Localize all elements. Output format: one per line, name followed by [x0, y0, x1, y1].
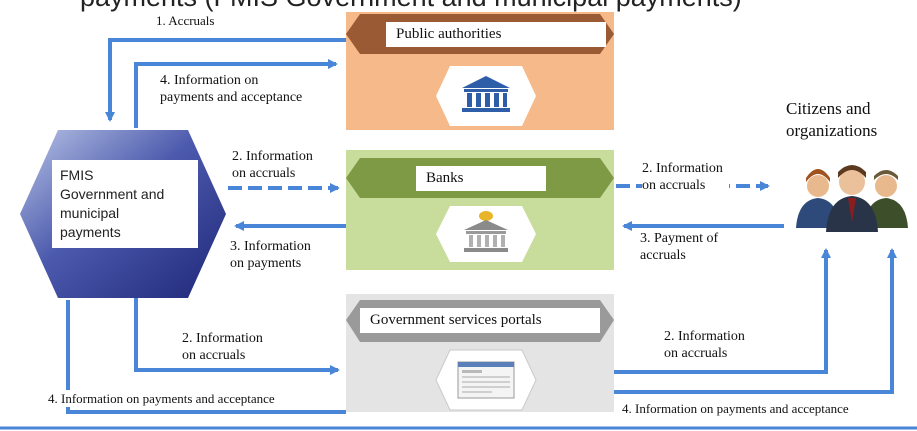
label-line: accruals	[640, 248, 686, 263]
citizens-line-1: Citizens and	[786, 99, 871, 118]
label-info-accruals-to-citizens: 2. Information on accruals	[642, 160, 729, 194]
fmis-label: FMIS Government and municipal payments	[52, 160, 198, 248]
public-authorities-label: Public authorities	[386, 22, 606, 47]
flow-arrows	[66, 38, 897, 414]
label-line: payments and acceptance	[160, 90, 303, 105]
label-line: 4. Information on	[160, 73, 259, 88]
people-icon	[796, 165, 908, 232]
page-title: payments (FMIS Government and municipal …	[80, 0, 742, 13]
portals-label: Government services portals	[360, 308, 600, 333]
arrow-fmis-to-portals	[134, 298, 340, 375]
label-line: 2. Information	[642, 161, 723, 176]
label-line: 3. Payment of	[640, 231, 719, 246]
label-info-accruals-to-portals: 2. Information on accruals	[182, 330, 263, 364]
label-line: 2. Information	[182, 331, 263, 346]
label-info-payments-acceptance-top: 4. Information on payments and acceptanc…	[160, 72, 302, 106]
citizens-label: Citizens and organizations	[786, 98, 877, 142]
arrow-bottom-right	[614, 248, 897, 394]
label-line: on payments	[230, 256, 302, 271]
label-line: on accruals	[182, 348, 246, 363]
label-line: on accruals	[642, 178, 706, 193]
fmis-line-2: Government and	[60, 186, 165, 202]
banks-label: Banks	[416, 166, 546, 191]
label-line: on accruals	[664, 346, 728, 361]
fmis-line-3: municipal	[60, 205, 120, 221]
arrow-portals-to-citizens	[614, 248, 831, 374]
arrow-info-to-authorities	[134, 59, 338, 128]
label-line: 2. Information	[664, 329, 745, 344]
label-info-accruals-portals-to-citizens: 2. Information on accruals	[664, 328, 745, 362]
label-info-payments-acceptance-bottom-right: 4. Information on payments and acceptanc…	[620, 400, 851, 417]
label-accruals: 1. Accruals	[156, 13, 215, 28]
label-info-payments-acceptance-bottom-left: 4. Information on payments and acceptanc…	[46, 390, 277, 407]
fmis-line-4: payments	[60, 224, 121, 240]
label-payment-of-accruals: 3. Payment of accruals	[640, 230, 725, 264]
label-info-accruals-to-banks: 2. Information on accruals	[232, 148, 313, 182]
portal-screen-icon	[457, 361, 515, 399]
label-info-payments-from-banks: 3. Information on payments	[230, 238, 311, 272]
arrow-accruals-to-fmis	[105, 38, 346, 122]
arrow-bottom-left	[66, 300, 346, 414]
citizens-line-2: organizations	[786, 121, 878, 140]
label-line: 3. Information	[230, 239, 311, 254]
fmis-line-1: FMIS	[60, 167, 94, 183]
label-line: on accruals	[232, 166, 296, 181]
building-icon	[462, 76, 510, 112]
label-line: 2. Information	[232, 149, 313, 164]
bank-icon	[464, 211, 508, 252]
